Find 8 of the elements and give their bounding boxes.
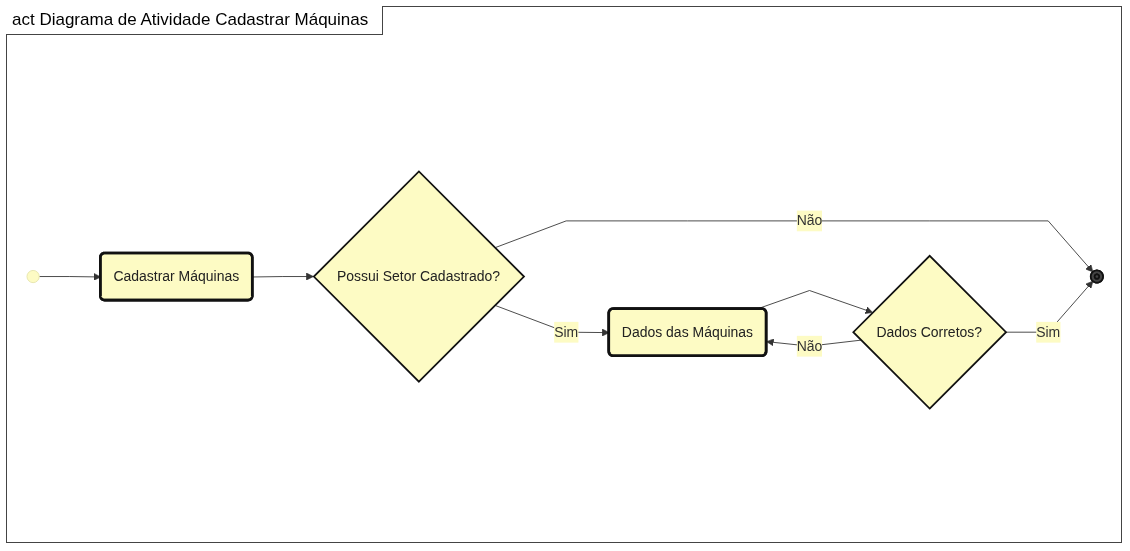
edge-label: Não xyxy=(796,338,823,354)
edge-label: Sim xyxy=(1036,324,1061,340)
diagram-title: act Diagrama de Atividade Cadastrar Máquinas xyxy=(6,6,384,35)
edge-label: Não xyxy=(796,213,823,228)
node-diamond: Dados Corretos? xyxy=(852,254,1008,410)
edge-label: Sim xyxy=(554,324,579,340)
node-circle xyxy=(26,270,40,284)
node-diamond: Possui Setor Cadastrado? xyxy=(312,170,526,383)
